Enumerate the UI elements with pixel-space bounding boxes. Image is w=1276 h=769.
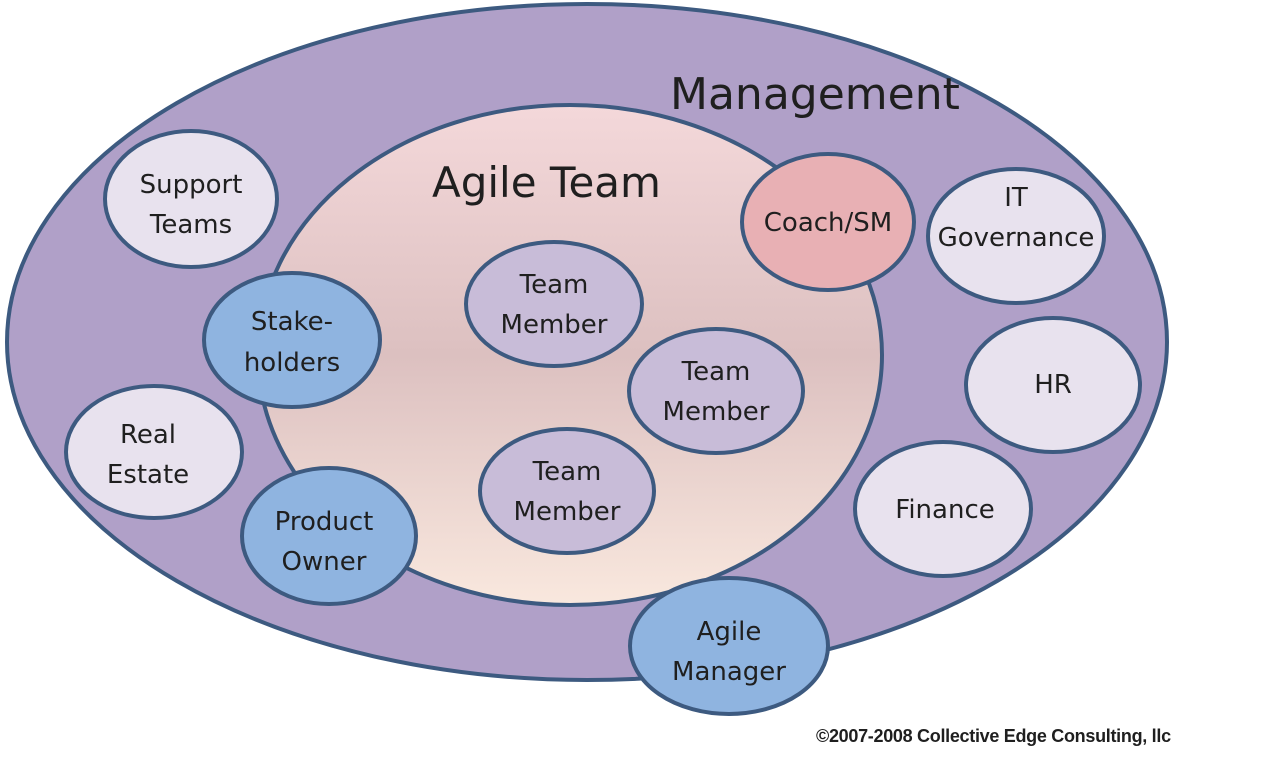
- node-real-estate[interactable]: Real Estate: [64, 384, 244, 520]
- node-finance[interactable]: Finance: [853, 440, 1033, 578]
- copyright-notice: ©2007-2008 Collective Edge Consulting, l…: [816, 726, 1171, 746]
- node-label: Product: [275, 507, 374, 537]
- node-team-member-1[interactable]: Team Member: [464, 240, 644, 368]
- node-label: Governance: [938, 223, 1095, 253]
- agile-team-title: Agile Team: [432, 158, 661, 207]
- node-label: Member: [501, 310, 608, 340]
- node-label: HR: [1034, 370, 1072, 400]
- management-title: Management: [670, 69, 960, 120]
- node-label: Team: [681, 357, 751, 387]
- node-label: Stake-: [251, 307, 333, 337]
- node-label: Agile: [697, 617, 762, 647]
- node-product-owner[interactable]: Product Owner: [240, 466, 418, 606]
- node-label: Manager: [672, 657, 786, 687]
- node-support-teams[interactable]: Support Teams: [103, 129, 279, 269]
- node-stakeholders[interactable]: Stake- holders: [202, 271, 382, 409]
- node-label: Team: [532, 457, 602, 487]
- node-agile-manager[interactable]: Agile Manager: [628, 576, 830, 716]
- node-label: IT: [1004, 183, 1028, 213]
- node-it-governance[interactable]: IT Governance: [926, 167, 1106, 305]
- node-label: Team: [519, 270, 589, 300]
- node-label: Finance: [895, 495, 994, 525]
- node-label: Owner: [282, 547, 367, 577]
- node-team-member-2[interactable]: Team Member: [627, 327, 805, 455]
- node-hr[interactable]: HR: [964, 316, 1142, 454]
- node-label: Support: [140, 170, 243, 200]
- node-coach-sm[interactable]: Coach/SM: [740, 152, 916, 292]
- node-label: Estate: [107, 460, 189, 490]
- node-label: Real: [120, 420, 176, 450]
- node-label: Coach/SM: [764, 208, 892, 238]
- node-label: Teams: [149, 210, 232, 240]
- node-team-member-3[interactable]: Team Member: [478, 427, 656, 555]
- node-label: Member: [663, 397, 770, 427]
- node-label: holders: [244, 348, 340, 378]
- node-label: Member: [514, 497, 621, 527]
